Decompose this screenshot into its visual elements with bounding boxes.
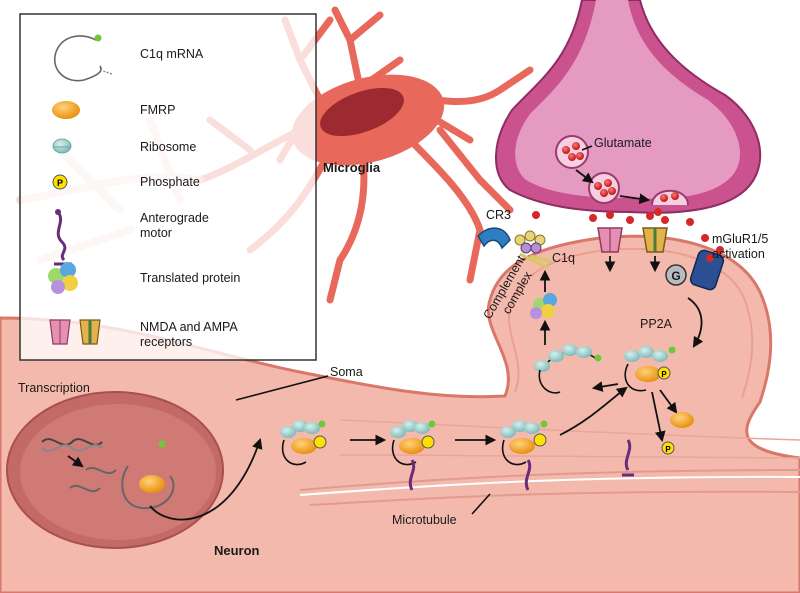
transcription-label: Transcription <box>18 381 90 395</box>
nuclear-mrna <box>121 440 175 510</box>
microtubule-label: Microtubule <box>392 513 457 527</box>
motor-shaft <box>622 439 634 477</box>
g-protein-label: G <box>671 269 680 283</box>
translated-protein-icon <box>48 262 78 294</box>
translated-protein <box>530 293 557 319</box>
presynaptic-terminal <box>495 0 762 214</box>
legend-item-c1q-mrna: C1q mRNA <box>53 34 204 82</box>
legend-label-phosphate: Phosphate <box>140 175 200 189</box>
transport-complex-3 <box>500 420 548 491</box>
legend-item-phosphate: P Phosphate <box>52 174 200 190</box>
fmrp-complex-spine: P <box>624 346 676 392</box>
phosphate-mark: P <box>665 445 671 454</box>
c1q-mrna-icon <box>53 34 113 82</box>
legend-label-c1q-mrna: C1q mRNA <box>140 47 204 61</box>
transport-complex-2 <box>390 420 436 491</box>
legend-label-nmda-ampa: NMDA and AMPA <box>140 320 238 334</box>
soma-label: Soma <box>330 365 363 379</box>
mglur-receptor <box>689 249 725 291</box>
phosphate-mark: P <box>661 370 667 379</box>
legend-item-ribosome: Ribosome <box>52 138 196 154</box>
phosphate-icon-mark: P <box>57 178 63 188</box>
ribosome-icon <box>52 138 72 154</box>
g-protein: G <box>665 264 687 286</box>
legend-label-ribosome: Ribosome <box>140 140 196 154</box>
legend-label-motor: motor <box>140 226 172 240</box>
legend-item-receptors: NMDA and AMPA receptors <box>49 319 238 349</box>
legend-item-fmrp: FMRP <box>52 101 175 119</box>
ampa-receptor <box>642 227 668 253</box>
legend-label-receptors: receptors <box>140 335 192 349</box>
mglur-label-line2: activation <box>712 247 765 261</box>
pp2a-label: PP2A <box>640 317 673 331</box>
polysome-spine <box>534 344 602 394</box>
legend-label-translated-protein: Translated protein <box>140 271 240 285</box>
legend: C1q mRNA FMRP Ribosome P Phosphate <box>19 13 317 361</box>
dna-transcription <box>41 438 117 493</box>
mglur-label-line1: mGluR1/5 <box>712 232 768 246</box>
nmda-receptor <box>597 227 623 253</box>
released-glutamate <box>532 208 724 254</box>
receptors-icon <box>49 319 101 345</box>
microglia-label: Microglia <box>323 160 381 175</box>
fmrp-icon <box>52 101 80 119</box>
legend-item-translated-protein: Translated protein <box>48 262 240 294</box>
neuron-label: Neuron <box>214 543 260 558</box>
legend-label-fmrp: FMRP <box>140 103 175 117</box>
cr3-label: CR3 <box>486 208 511 222</box>
transport-complex-1 <box>280 420 327 466</box>
c1q-label: C1q <box>552 251 575 265</box>
phosphate-icon: P <box>52 174 68 190</box>
legend-label-anterograde: Anterograde <box>140 211 209 225</box>
complement-complex <box>514 230 553 270</box>
cr3-receptor <box>477 227 511 250</box>
released-fmrp: P <box>661 412 694 455</box>
glutamate-label: Glutamate <box>594 136 652 150</box>
legend-item-anterograde-motor: Anterograde motor <box>54 209 209 266</box>
